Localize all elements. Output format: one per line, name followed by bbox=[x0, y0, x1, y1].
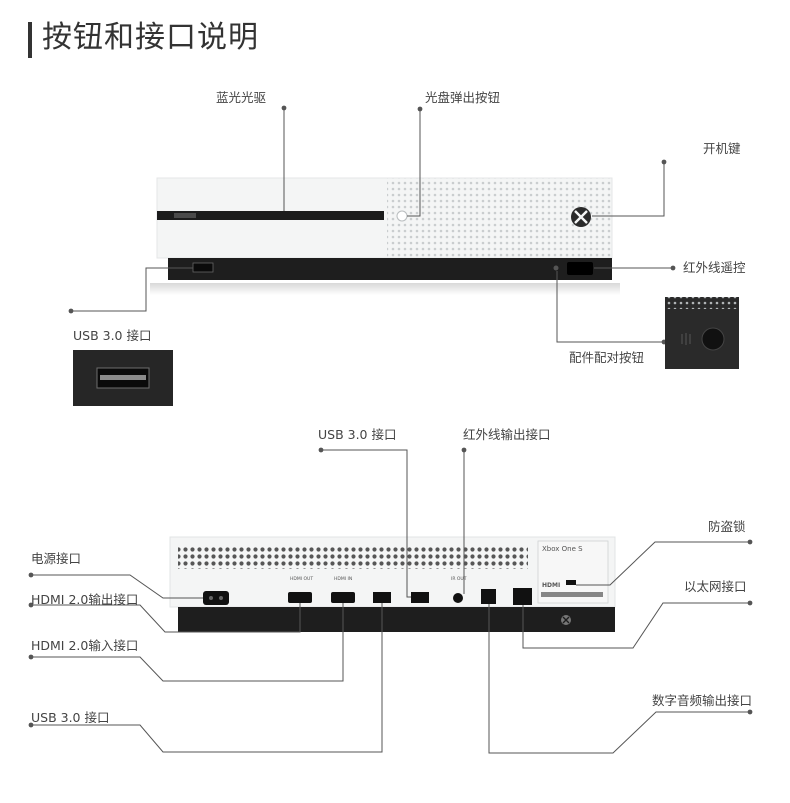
back-grille bbox=[178, 545, 528, 569]
back-callouts bbox=[28, 447, 753, 754]
label-bluray: 蓝光光驱 bbox=[216, 90, 267, 105]
usb-zoom-inset bbox=[73, 350, 173, 406]
svg-text:HDMI IN: HDMI IN bbox=[334, 576, 352, 582]
label-lock: 防盗锁 bbox=[708, 519, 746, 534]
label-eject: 光盘弹出按钮 bbox=[425, 90, 501, 105]
label-back-usb-top: USB 3.0 接口 bbox=[318, 427, 397, 442]
usb-back-port-2 bbox=[411, 592, 429, 603]
label-ir-receiver: 红外线遥控 bbox=[683, 260, 746, 275]
label-back-usb-bottom: USB 3.0 接口 bbox=[31, 710, 110, 725]
ir-window bbox=[567, 262, 593, 275]
hdmi-out-port bbox=[288, 592, 312, 603]
pair-button-dot bbox=[553, 265, 559, 271]
console-front bbox=[150, 177, 620, 295]
pair-zoom-inset bbox=[665, 297, 739, 369]
page-title: 按钮和接口说明 bbox=[42, 20, 259, 55]
label-power-port: 电源接口 bbox=[31, 551, 82, 566]
front-base bbox=[168, 258, 612, 280]
hdmi-in-port bbox=[331, 592, 355, 603]
ir-out-port bbox=[453, 593, 463, 603]
xbox-power-icon bbox=[571, 207, 591, 227]
back-base bbox=[178, 607, 615, 632]
front-callouts bbox=[68, 105, 676, 345]
title-accent-bar bbox=[28, 22, 32, 58]
ethernet-port bbox=[513, 588, 532, 605]
label-pair-button: 配件配对按钮 bbox=[569, 350, 645, 365]
model-text: Xbox One S bbox=[542, 545, 583, 553]
lock-slot bbox=[566, 580, 576, 585]
label-front-usb: USB 3.0 接口 bbox=[73, 328, 152, 343]
power-port bbox=[203, 591, 229, 605]
svg-text:IR OUT: IR OUT bbox=[451, 576, 467, 582]
console-back: Xbox One S HDMI HDMI OUT HDMI IN IR OUT bbox=[169, 536, 616, 632]
label-power-button: 开机键 bbox=[703, 141, 741, 156]
label-ir-out: 红外线输出接口 bbox=[463, 427, 551, 442]
svg-text:HDMI OUT: HDMI OUT bbox=[290, 576, 313, 582]
hdmi-logo: HDMI bbox=[542, 582, 560, 589]
front-usb-port bbox=[192, 262, 214, 273]
spdif-port bbox=[481, 589, 496, 604]
bluray-slot bbox=[157, 211, 384, 220]
label-hdmi-in: HDMI 2.0输入接口 bbox=[31, 638, 139, 653]
label-ethernet: 以太网接口 bbox=[684, 579, 747, 594]
label-spdif: 数字音频输出接口 bbox=[652, 693, 753, 708]
eject-button bbox=[396, 210, 408, 222]
label-hdmi-out: HDMI 2.0输出接口 bbox=[31, 592, 139, 607]
xbox-back-icon bbox=[561, 615, 571, 625]
usb-back-port-1 bbox=[373, 592, 391, 603]
